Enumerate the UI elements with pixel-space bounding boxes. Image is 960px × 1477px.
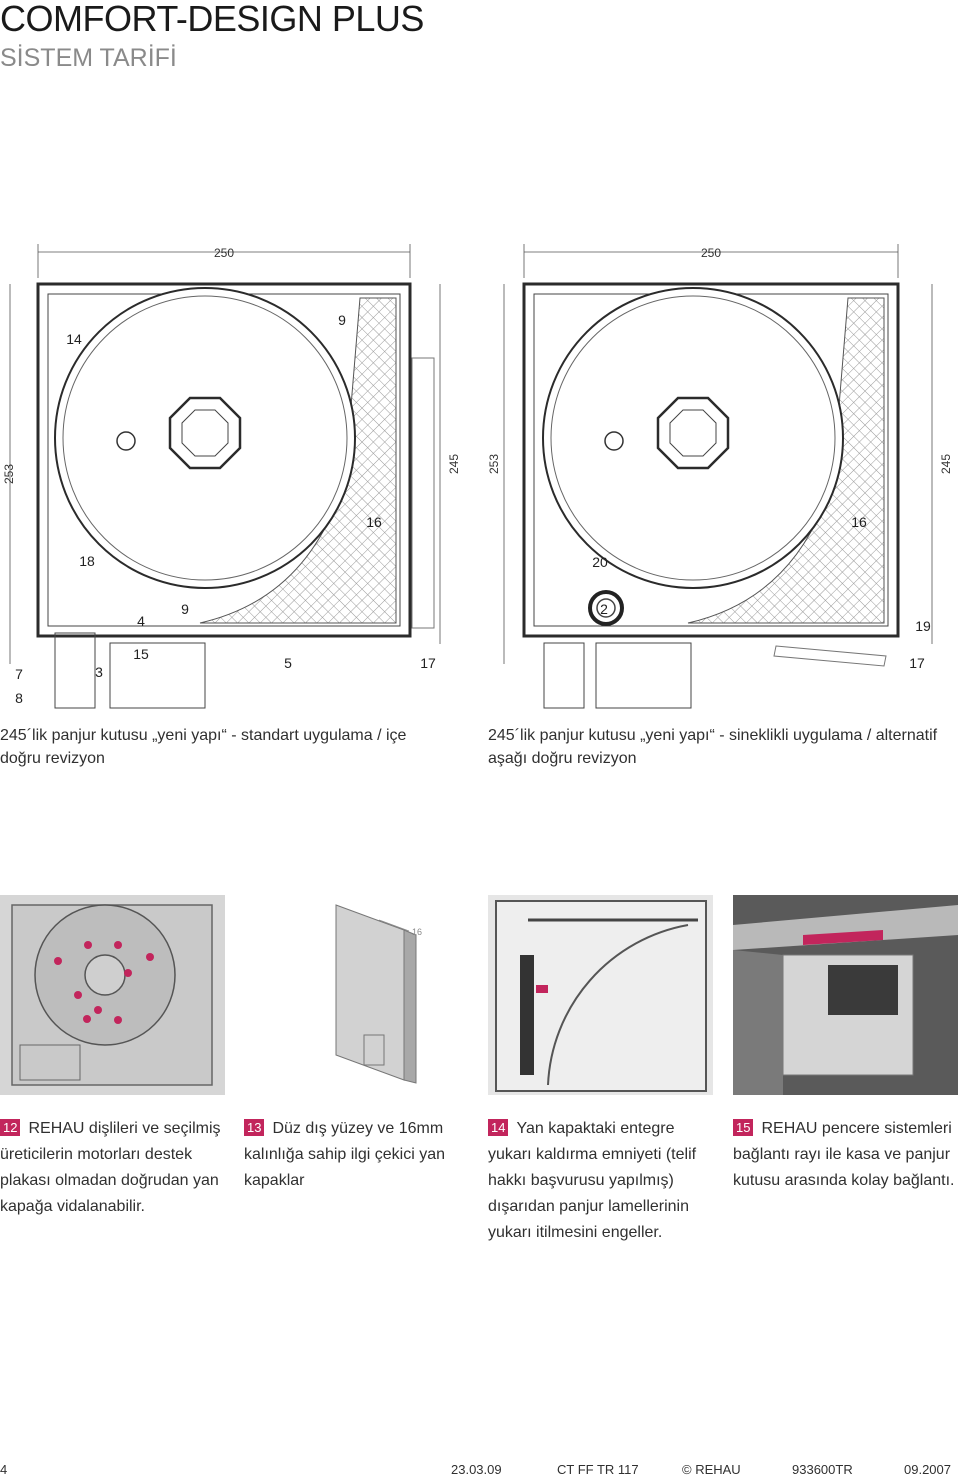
dim-16-label: 16 bbox=[412, 927, 422, 937]
callout-15: 15 bbox=[133, 646, 149, 662]
feature-number-badge: 12 bbox=[0, 1119, 21, 1136]
dim-height-left-label: 253 bbox=[487, 454, 501, 474]
callout-4: 4 bbox=[137, 613, 145, 629]
callout-3: 3 bbox=[95, 664, 103, 680]
callout-17: 17 bbox=[909, 655, 925, 671]
feature-text: REHAU dişlileri ve seçilmiş üreticilerin… bbox=[0, 1120, 221, 1215]
footer-edition: 09.2007 bbox=[904, 1462, 951, 1477]
footer-code: CT FF TR 117 bbox=[557, 1462, 639, 1477]
drawing-standard: 250 253 245 14 9 16 18 9 4 15 3 5 17 7 8 bbox=[2, 244, 461, 709]
feature-number-badge: 14 bbox=[488, 1119, 509, 1136]
caption-insect-screen: 245´lik panjur kutusu „yeni yapı“ - sine… bbox=[488, 727, 938, 767]
footer-doc-number: 933600TR bbox=[792, 1462, 853, 1477]
feature-text: REHAU pencere sistemleri bağlantı rayı i… bbox=[733, 1120, 955, 1189]
callout-7: 7 bbox=[15, 666, 23, 682]
dim-height-left-label: 253 bbox=[2, 464, 16, 484]
caption-standard: 245´lik panjur kutusu „yeni yapı“ - stan… bbox=[0, 727, 407, 767]
callout-16: 16 bbox=[366, 514, 382, 530]
footer-brand: © REHAU bbox=[682, 1462, 741, 1477]
dim-width-label: 250 bbox=[701, 246, 721, 260]
callout-20: 20 bbox=[592, 554, 608, 570]
photo-lift-protection bbox=[488, 895, 713, 1095]
dim-width-label: 250 bbox=[214, 246, 234, 260]
callout-9-bottom: 9 bbox=[181, 601, 189, 617]
callout-2: 2 bbox=[600, 601, 608, 617]
feature-number-badge: 13 bbox=[244, 1119, 265, 1136]
callout-17: 17 bbox=[420, 655, 436, 671]
callout-5: 5 bbox=[284, 655, 292, 671]
feature-text: Düz dış yüzey ve 16mm kalınlığa sahip il… bbox=[244, 1120, 445, 1189]
feature-number-badge: 15 bbox=[733, 1119, 754, 1136]
dim-height-right-label: 245 bbox=[447, 454, 461, 474]
callout-16: 16 bbox=[851, 514, 867, 530]
photo-side-cap-flat: 16 bbox=[244, 895, 469, 1095]
feature-text: Yan kapaktaki entegre yukarı kaldırma em… bbox=[488, 1120, 697, 1241]
callout-14: 14 bbox=[66, 331, 82, 347]
page-subtitle: SİSTEM TARİFİ bbox=[0, 44, 177, 72]
dim-height-right-label: 245 bbox=[939, 454, 953, 474]
callout-8: 8 bbox=[15, 690, 23, 706]
callout-18: 18 bbox=[79, 553, 95, 569]
photo-connection-rail bbox=[733, 895, 958, 1095]
callout-9-top: 9 bbox=[338, 312, 346, 328]
page-title: COMFORT-DESIGN PLUS bbox=[0, 0, 424, 39]
callout-19: 19 bbox=[915, 618, 931, 634]
footer-date: 23.03.09 bbox=[451, 1462, 502, 1477]
photo-side-cap-gear bbox=[0, 895, 225, 1095]
page-number: 4 bbox=[0, 1462, 8, 1477]
drawing-insect-screen: 250 253 245 16 20 2 19 17 bbox=[487, 244, 953, 709]
